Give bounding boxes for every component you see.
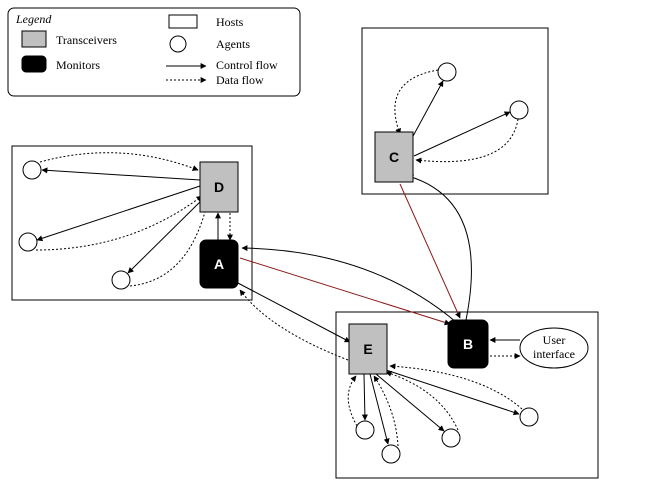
edge-e-agente1-control [361, 373, 368, 421]
node-e: E [348, 323, 388, 375]
edge-a-b-control [239, 257, 451, 326]
legend-hosts-label: Hosts [216, 15, 244, 29]
edge-agent3-d-data [129, 199, 210, 287]
node-d: D [199, 161, 239, 213]
node-c: C [374, 131, 414, 183]
user-interface: User interface [519, 327, 589, 369]
legend-data-flow-label: Data flow [216, 73, 264, 87]
legend-box [7, 7, 301, 97]
legend-transceivers-label: Transceivers [56, 33, 117, 47]
host-top-right [361, 27, 549, 195]
edge-a-e-control [235, 281, 351, 343]
node-a: A [199, 239, 239, 289]
agent-e2 [381, 444, 401, 464]
edge-agentc2-c-data [415, 118, 519, 164]
user-interface-line1: User [543, 333, 566, 347]
edge-b-c-control [399, 183, 461, 319]
transceiver-e [348, 323, 388, 375]
node-b: B [447, 319, 489, 369]
legend-agents-label: Agents [216, 37, 250, 51]
edge-e-agente4-control [385, 369, 520, 416]
monitor-a [199, 239, 239, 289]
transceiver-c [374, 131, 414, 183]
edge-e-agente3-control [375, 373, 445, 432]
agent-e1 [355, 420, 375, 440]
monitor-b [447, 319, 489, 369]
legend-monitor-swatch [21, 55, 47, 73]
agent-e4 [519, 407, 539, 427]
legend-transceiver-swatch [21, 30, 47, 48]
legend-title: Legend [15, 12, 52, 26]
edges [35, 69, 523, 447]
agent-c1 [437, 62, 457, 82]
node-b-label: B [463, 336, 473, 352]
user-interface-line2: interface [533, 347, 575, 361]
legend-host-swatch [168, 14, 198, 29]
agent-c2 [509, 100, 529, 120]
legend-monitors-label: Monitors [56, 58, 100, 72]
edge-agent2-d-data [35, 195, 203, 251]
host-left [11, 145, 253, 301]
edge-agent1-d-data [39, 152, 199, 171]
edge-b-a-data [241, 245, 457, 323]
edge-c-b-data [407, 174, 472, 321]
transceiver-d [199, 161, 239, 213]
user-interface-ellipse [519, 327, 589, 369]
edge-d-agent3-control [127, 197, 205, 274]
node-a-label: A [214, 256, 224, 272]
edge-agente1-e-data [347, 375, 358, 427]
node-d-label: D [214, 179, 224, 195]
agent-e3 [441, 428, 461, 448]
edge-agente2-e-data [373, 375, 399, 447]
edge-agente4-e-data [389, 363, 523, 410]
edge-d-agent1-control [41, 167, 201, 181]
legend: Legend Transceivers Monitors Hosts Agent… [7, 7, 301, 97]
edge-agente3-e-data [385, 370, 459, 431]
agent-d3 [111, 270, 131, 290]
node-c-label: C [389, 149, 399, 165]
edge-e-agente2-control [369, 373, 390, 445]
edge-c-agentc2-control [413, 111, 511, 157]
node-e-label: E [363, 341, 372, 357]
edge-e-a-data [239, 289, 349, 361]
edge-d-agent2-control [36, 185, 201, 242]
edge-c-agentc1-control [411, 80, 444, 139]
legend-control-flow-label: Control flow [216, 58, 278, 72]
agent-d1 [22, 160, 42, 180]
legend-agent-swatch [169, 35, 187, 53]
agent-d2 [18, 232, 38, 252]
edge-agentc1-c-data [394, 69, 439, 135]
